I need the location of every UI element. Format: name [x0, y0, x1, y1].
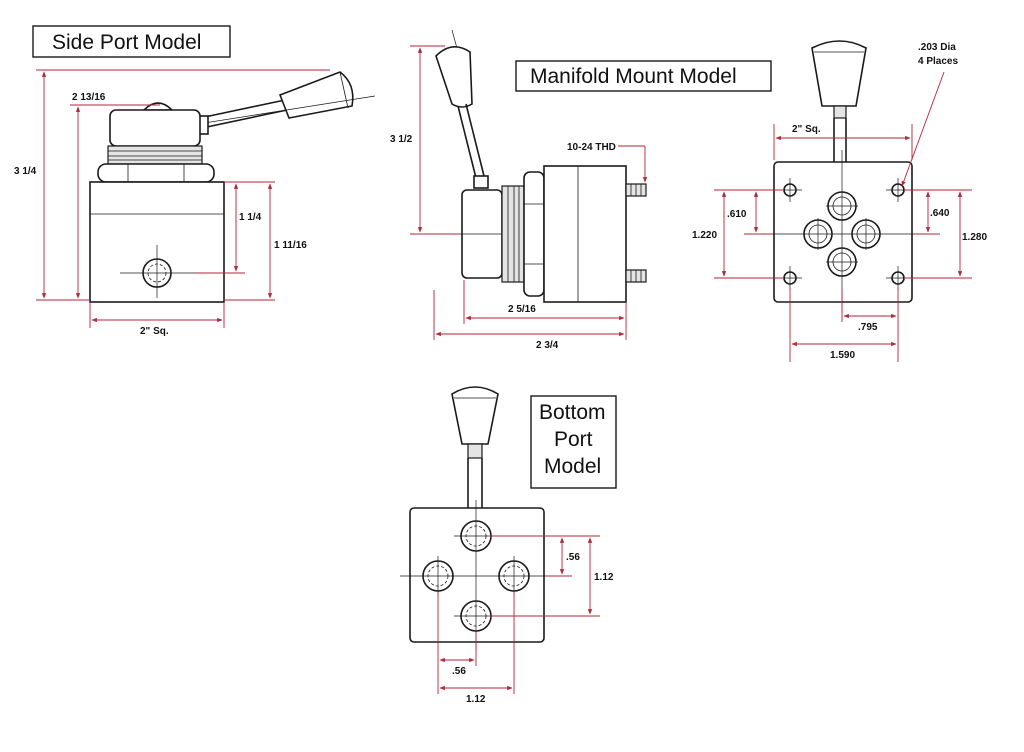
bottom-title-line-3: Model [544, 455, 601, 478]
length-a-label: 2 5/16 [508, 304, 536, 315]
bottom-title-line-2: Port [554, 428, 593, 451]
bottom-title-box [530, 395, 617, 489]
bottom-plate [409, 507, 545, 643]
side-port-title: Side Port Model [52, 31, 201, 54]
lever-height-label: 3 1/2 [390, 134, 413, 145]
side-port-model: Side Port Model 3 1/4 [14, 25, 376, 337]
hole-note-2: 4 Places [918, 56, 958, 67]
side-width-label: 2" Sq. [140, 326, 169, 337]
manifold-side-thread [501, 185, 525, 283]
side-port-height-label: 1 1/4 [239, 212, 262, 223]
plate-square-label: 2" Sq. [792, 124, 821, 135]
manifold-top-knob [811, 40, 867, 107]
side-overall-height-label: 3 1/4 [14, 166, 37, 177]
side-lever-knob [278, 71, 354, 119]
side-port-title-box [32, 25, 231, 58]
side-thread-band [107, 145, 203, 165]
manifold-top-view: 2" Sq. .203 Dia 4 Places .610 1.220 .640… [692, 40, 987, 362]
length-b-label: 2 3/4 [536, 340, 559, 351]
side-nut [97, 163, 215, 183]
side-cap-dome [142, 102, 174, 111]
bottom-port-model: Bottom Port Model [400, 386, 617, 705]
thread-label: 10-24 THD [567, 142, 616, 153]
manifold-title-box [515, 60, 772, 92]
v112-label: 1.12 [594, 572, 614, 583]
bottom-knob [451, 386, 499, 445]
manifold-side-knob [435, 46, 473, 108]
h056-label: .56 [452, 666, 466, 677]
side-cap [109, 109, 201, 147]
d640-label: .640 [930, 208, 950, 219]
manifold-side-view: Manifold Mount Model 10-24 THD [390, 29, 772, 351]
manifold-ports [803, 191, 881, 277]
manifold-side-body [543, 165, 627, 303]
h112-label: 1.12 [466, 694, 486, 705]
manifold-plate [773, 161, 913, 303]
d610-label: .610 [727, 209, 747, 220]
manifold-side-nut [523, 171, 545, 297]
side-block-height-label: 1 11/16 [274, 240, 307, 251]
bottom-title-line-1: Bottom [539, 401, 606, 424]
hole-note-1: .203 Dia [918, 42, 956, 53]
manifold-title: Manifold Mount Model [530, 65, 737, 88]
side-body-height-label: 2 13/16 [72, 92, 106, 103]
d795-label: .795 [858, 322, 878, 333]
d1280-label: 1.280 [962, 232, 987, 243]
d1220-label: 1.220 [692, 230, 717, 241]
d1590-label: 1.590 [830, 350, 855, 361]
v056-label: .56 [566, 552, 580, 563]
